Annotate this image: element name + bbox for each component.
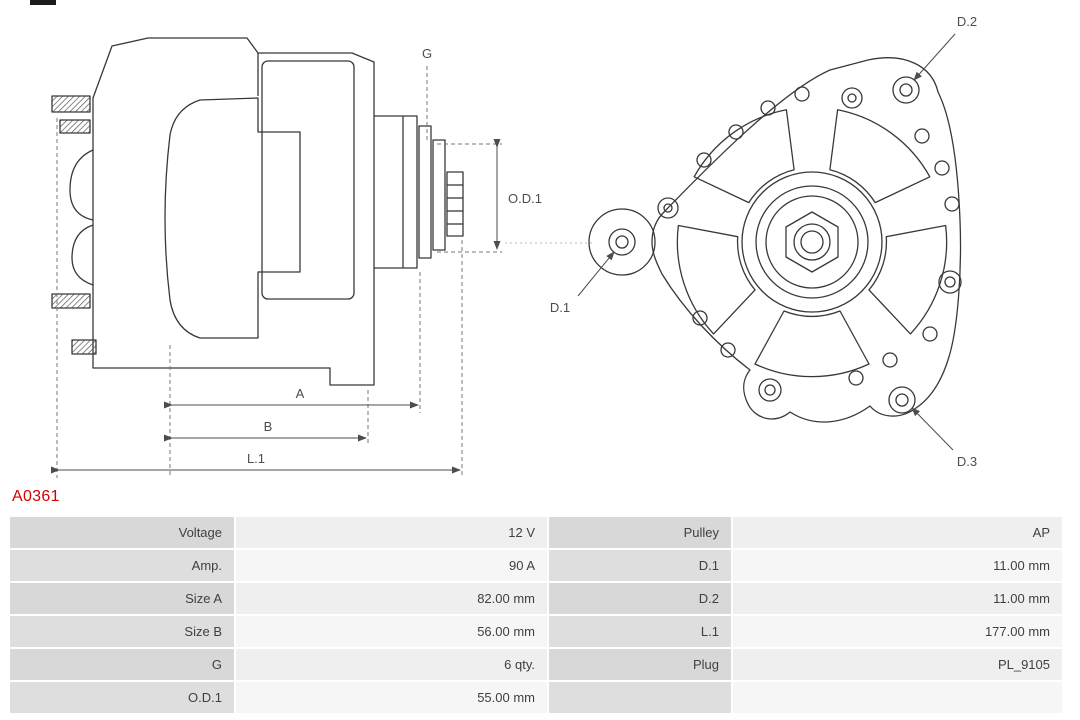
spec-value: 6 qty. [236,649,547,680]
spec-value: 55.00 mm [236,682,547,713]
dim-label-d3: D.3 [957,454,977,469]
pulley [374,115,464,269]
dim-label-b: B [264,419,273,434]
spec-label: G [10,649,234,680]
spec-label: D.2 [549,583,731,614]
threaded-lugs [51,95,97,355]
spec-label: Size A [10,583,234,614]
dim-label-l1: L.1 [247,451,265,466]
technical-drawing: G O.D.1 A B L.1 [51,14,977,478]
table-row: G 6 qty. Plug PL_9105 [10,649,1062,680]
spec-value: 12 V [236,517,547,548]
table-row: O.D.1 55.00 mm [10,682,1062,713]
dim-label-d1: D.1 [550,300,570,315]
spec-label: O.D.1 [10,682,234,713]
spec-label: Size B [10,616,234,647]
spec-label: L.1 [549,616,731,647]
spec-label: Pulley [549,517,731,548]
table-row: Voltage 12 V Pulley AP [10,517,1062,548]
spec-label: D.1 [549,550,731,581]
part-number: A0361 [12,488,60,505]
spec-label: Voltage [10,517,234,548]
spec-value: 11.00 mm [733,583,1062,614]
spec-value: 56.00 mm [236,616,547,647]
table-row: Amp. 90 A D.1 11.00 mm [10,550,1062,581]
spec-value: 82.00 mm [236,583,547,614]
spec-value: 177.00 mm [733,616,1062,647]
table-row: Size B 56.00 mm L.1 177.00 mm [10,616,1062,647]
spec-table: Voltage 12 V Pulley AP Amp. 90 A D.1 11.… [10,517,1062,715]
table-row: Size A 82.00 mm D.2 11.00 mm [10,583,1062,614]
dim-label-od1: O.D.1 [508,191,542,206]
spec-value: 11.00 mm [733,550,1062,581]
alternator-diagram-svg: G O.D.1 A B L.1 [51,14,977,478]
spec-value: 90 A [236,550,547,581]
spec-value [733,682,1062,713]
spec-label [549,682,731,713]
dimension-lines [51,66,502,478]
spec-label: Amp. [10,550,234,581]
top-left-artifact [30,0,56,5]
spec-label: Plug [549,649,731,680]
hub [741,171,883,313]
vent-holes [692,86,960,386]
dim-label-g: G [422,46,432,61]
side-view [51,37,464,386]
dim-label-d2: D.2 [957,14,977,29]
front-view [588,57,962,423]
spec-value: PL_9105 [733,649,1062,680]
spec-value: AP [733,517,1062,548]
dim-label-a: A [296,386,305,401]
leader-lines [577,33,956,451]
